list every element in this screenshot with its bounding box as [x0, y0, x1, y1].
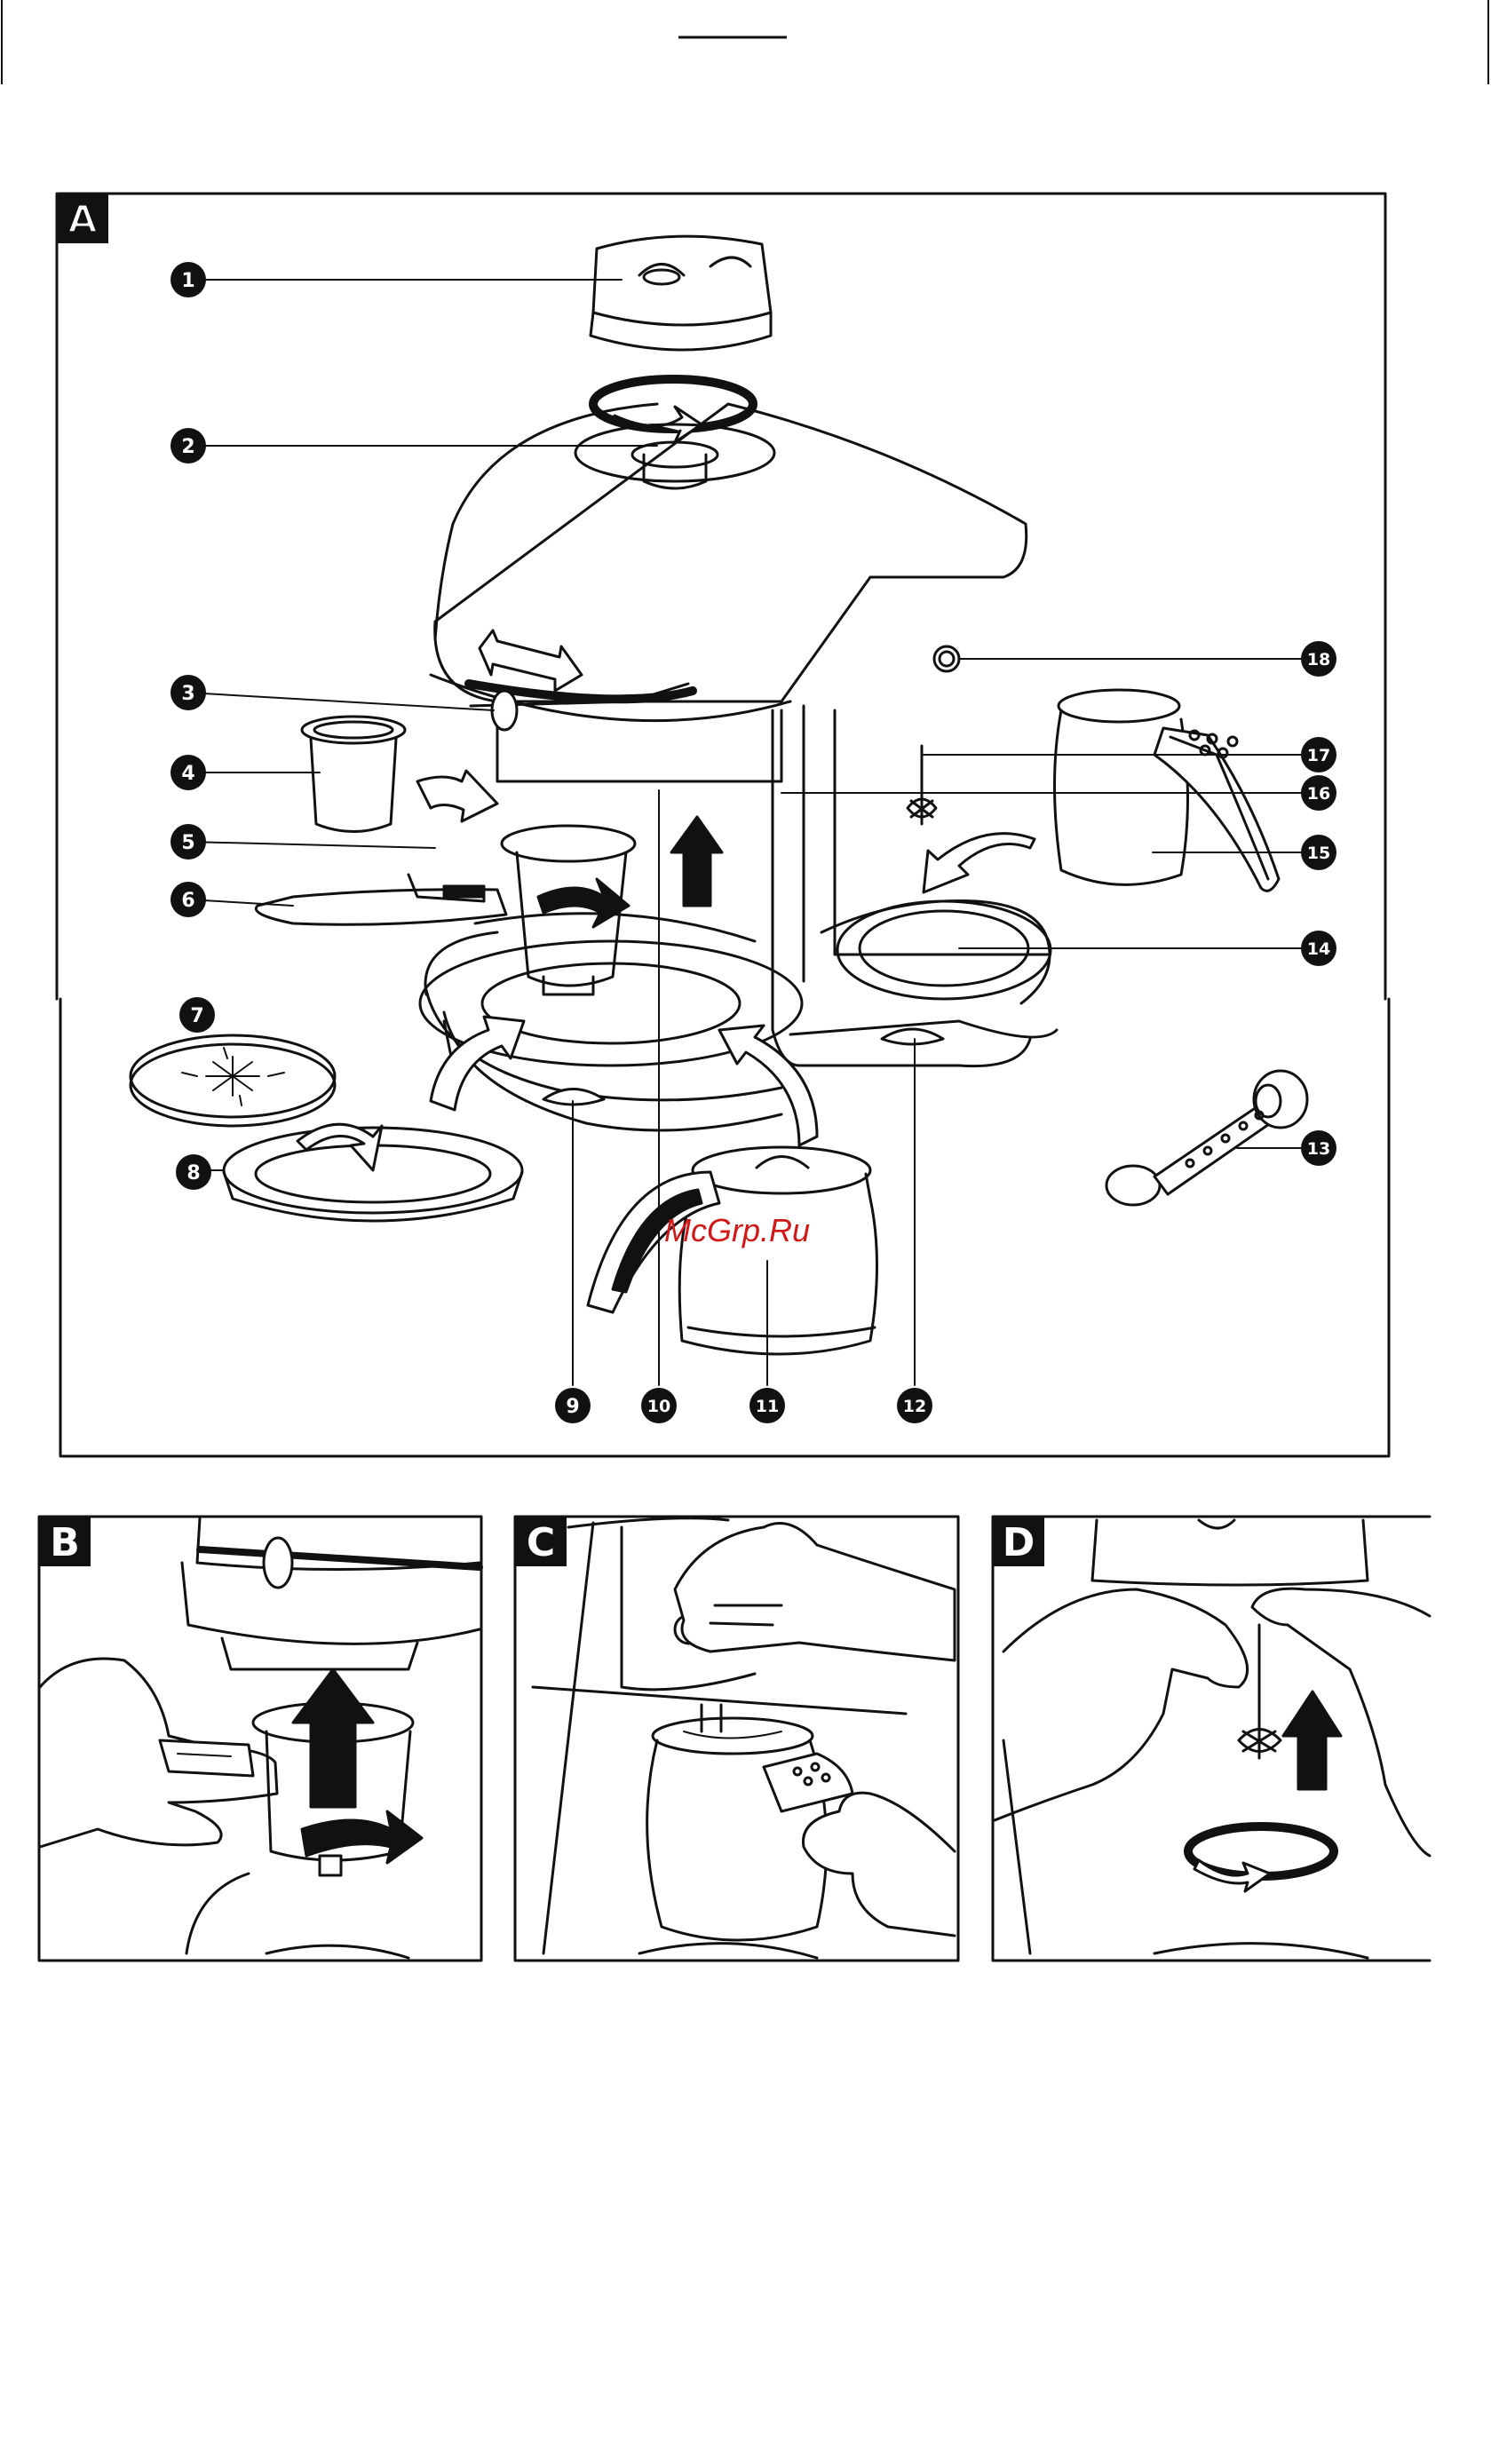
watermark: McGrp.Ru	[664, 1212, 810, 1248]
tank-cap	[591, 236, 771, 350]
frothing-jug	[1055, 690, 1280, 891]
svg-text:9: 9	[566, 1396, 579, 1418]
curved-arrow-bottom-right	[719, 1026, 817, 1145]
sieve-disc	[131, 1035, 335, 1126]
panel-c: C	[515, 1517, 958, 1961]
svg-text:14: 14	[1307, 939, 1330, 959]
panel-a: A	[57, 194, 1389, 1456]
callout-8: 8	[176, 1154, 211, 1190]
callout-6: 6	[171, 882, 206, 917]
svg-text:16: 16	[1307, 784, 1330, 804]
callout-10: 10	[641, 1388, 677, 1423]
curved-arrow-left	[417, 771, 497, 821]
callout-9: 9	[555, 1388, 591, 1423]
svg-text:13: 13	[1307, 1139, 1330, 1159]
callout-2: 2	[171, 428, 206, 463]
measuring-spoon	[1106, 1071, 1307, 1205]
curved-arrow-tray	[924, 834, 1035, 892]
svg-text:2: 2	[181, 436, 194, 458]
panel-b-letter: B	[50, 1520, 80, 1565]
callout-13: 13	[1301, 1130, 1336, 1166]
svg-text:1: 1	[181, 270, 194, 292]
callout-5: 5	[171, 824, 206, 860]
panel-d: D	[993, 1517, 1430, 1961]
glass-carafe	[588, 1147, 877, 1354]
filter-cup	[302, 717, 405, 832]
drip-tray-removable	[224, 1124, 522, 1221]
panel-c-letter: C	[527, 1520, 555, 1565]
svg-text:11: 11	[756, 1397, 779, 1416]
svg-text:5: 5	[181, 832, 194, 854]
panel-a-letter: A	[67, 197, 98, 242]
svg-text:3: 3	[181, 683, 194, 705]
porta-filter	[256, 826, 635, 994]
callout-17: 17	[1301, 737, 1336, 772]
svg-text:12: 12	[903, 1397, 926, 1416]
collar-ring	[575, 379, 774, 488]
callout-16: 16	[1301, 775, 1336, 811]
svg-text:10: 10	[647, 1397, 670, 1416]
panel-b: B	[39, 1517, 481, 1961]
callout-4: 4	[171, 755, 206, 790]
callout-11: 11	[749, 1388, 785, 1423]
svg-text:4: 4	[181, 763, 194, 785]
svg-text:6: 6	[181, 890, 194, 912]
up-arrow-16	[671, 817, 722, 906]
callout-15: 15	[1301, 835, 1336, 870]
callout-14: 14	[1301, 931, 1336, 966]
svg-text:7: 7	[190, 1005, 203, 1027]
callout-7: 7	[179, 997, 215, 1033]
callout-12: 12	[897, 1388, 932, 1423]
svg-text:8: 8	[186, 1162, 200, 1184]
panel-d-letter: D	[1003, 1520, 1035, 1565]
callout-1: 1	[171, 262, 206, 297]
callout-3: 3	[171, 675, 206, 710]
callout-18: 18	[1301, 641, 1336, 677]
svg-text:15: 15	[1307, 844, 1330, 863]
svg-text:18: 18	[1307, 650, 1330, 669]
svg-text:17: 17	[1307, 746, 1330, 765]
